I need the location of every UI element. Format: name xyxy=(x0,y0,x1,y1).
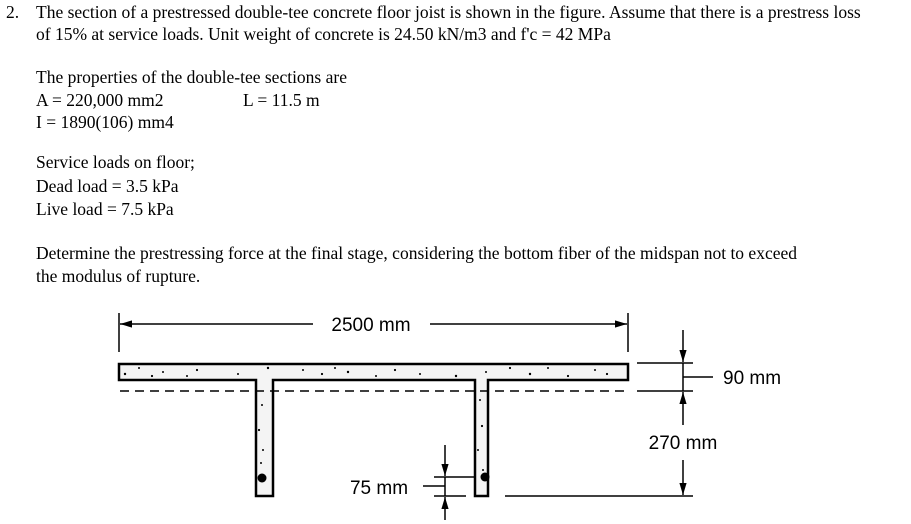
tendon-right xyxy=(480,472,490,482)
property-area: A = 220,000 mm2 xyxy=(36,90,164,110)
live-load: Live load = 7.5 kPa xyxy=(36,199,174,219)
problem-number: 2. xyxy=(6,2,20,22)
property-length: L = 11.5 m xyxy=(243,90,320,110)
width-label: 2500 mm xyxy=(331,315,410,336)
properties-title: The properties of the double-tee section… xyxy=(36,67,347,87)
double-tee-outline xyxy=(117,362,630,498)
tendon-cover-label: 75 mm xyxy=(350,478,408,499)
problem-statement-line2: of 15% at service loads. Unit weight of … xyxy=(36,24,611,44)
tendon-cover-dimension: 75 mm xyxy=(350,445,474,520)
flange-thickness-label: 90 mm xyxy=(723,368,781,389)
concrete-aggregate-dots xyxy=(123,366,609,471)
depth-label: 270 mm xyxy=(649,433,718,454)
width-dimension: 2500 mm xyxy=(118,313,629,352)
dead-load: Dead load = 3.5 kPa xyxy=(36,176,179,196)
problem-statement-line1: The section of a prestressed double-tee … xyxy=(36,2,861,22)
depth-dimensions: 90 mm 270 mm xyxy=(505,330,781,497)
question-line1: Determine the prestressing force at the … xyxy=(36,243,798,263)
loads-title: Service loads on floor; xyxy=(36,152,195,172)
property-inertia: I = 1890(106) mm4 xyxy=(36,112,174,132)
question-line2: the modulus of rupture. xyxy=(36,266,201,286)
tendon-left xyxy=(257,473,267,483)
